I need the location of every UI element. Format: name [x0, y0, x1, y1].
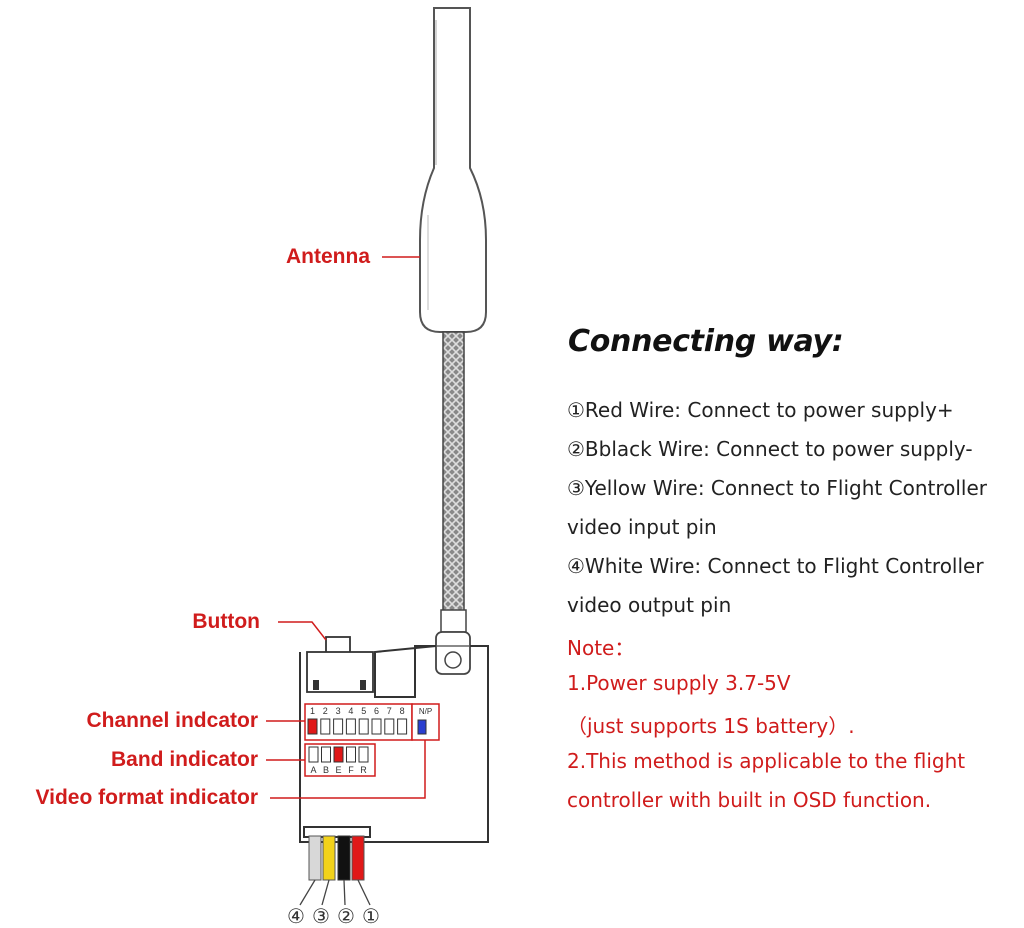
band-indicator-label: Band indicator: [110, 748, 258, 771]
band-letter: R: [360, 765, 367, 775]
white-wire: [308, 835, 322, 881]
note-line: 1.Power supply 3.7-5V: [567, 671, 791, 695]
note-line: controller with built in OSD function.: [567, 788, 932, 812]
red-wire: [351, 835, 365, 881]
channel-leds: [307, 718, 408, 735]
channel-led: [371, 718, 382, 735]
np-label: N/P: [419, 707, 432, 716]
antenna-label: Antenna: [286, 245, 370, 268]
instruction-line: video output pin: [567, 593, 732, 617]
channel-led: [333, 718, 344, 735]
board-outline: [299, 645, 489, 843]
channel-number: 4: [348, 706, 353, 716]
instruction-line: ③Yellow Wire: Connect to Flight Controll…: [567, 476, 987, 500]
wire-number-1: ①: [362, 904, 380, 928]
channel-led: [358, 718, 369, 735]
leader-lines: [266, 256, 426, 799]
band-letter: E: [335, 765, 341, 775]
np-led: [417, 719, 427, 735]
wire-number-4: ④: [287, 904, 305, 928]
note-title: Note：: [567, 636, 635, 660]
band-leds: [308, 746, 369, 763]
push-button: [306, 636, 374, 693]
channel-led: [345, 718, 356, 735]
channel-number: 8: [400, 706, 405, 716]
channel-led: [320, 718, 331, 735]
channel-number: 6: [374, 706, 379, 716]
band-letter: A: [310, 765, 316, 775]
connecting-way-heading: Connecting way:: [568, 324, 844, 359]
band-led-active: [333, 746, 344, 763]
band-letter: B: [323, 765, 329, 775]
antenna-connector: [435, 609, 471, 675]
wire-number-3: ③: [312, 904, 330, 928]
wire-number-2: ②: [337, 904, 355, 928]
band-led: [346, 746, 356, 763]
instruction-line: ②Bblack Wire: Connect to power supply-: [567, 437, 973, 461]
band-led: [358, 746, 369, 763]
video-format-indicator-label: Video format indicator: [35, 786, 258, 809]
band-led: [308, 746, 319, 763]
note-line: （just supports 1S battery）.: [567, 714, 855, 738]
instruction-line: ①Red Wire: Connect to power supply+: [567, 398, 954, 422]
channel-number: 3: [336, 706, 341, 716]
wire-connector: [303, 826, 371, 838]
channel-number: 5: [361, 706, 366, 716]
channel-led-active: [307, 718, 318, 735]
antenna: [419, 7, 487, 333]
wires: [299, 835, 371, 906]
button-label: Button: [192, 610, 260, 633]
channel-number: 7: [387, 706, 392, 716]
note-line: 2.This method is applicable to the fligh…: [567, 749, 966, 773]
band-letter: F: [348, 765, 354, 775]
channel-number: 2: [323, 706, 328, 716]
yellow-wire: [322, 835, 336, 881]
channel-led: [384, 718, 395, 735]
channel-number: 1: [310, 706, 315, 716]
channel-indicator-label: Channel indcator: [86, 709, 258, 732]
channel-led: [397, 718, 408, 735]
braided-cable: [442, 331, 465, 613]
instruction-line: video input pin: [567, 515, 717, 539]
instruction-line: ④White Wire: Connect to Flight Controlle…: [567, 554, 984, 578]
band-led: [321, 746, 331, 763]
black-wire: [337, 835, 351, 881]
